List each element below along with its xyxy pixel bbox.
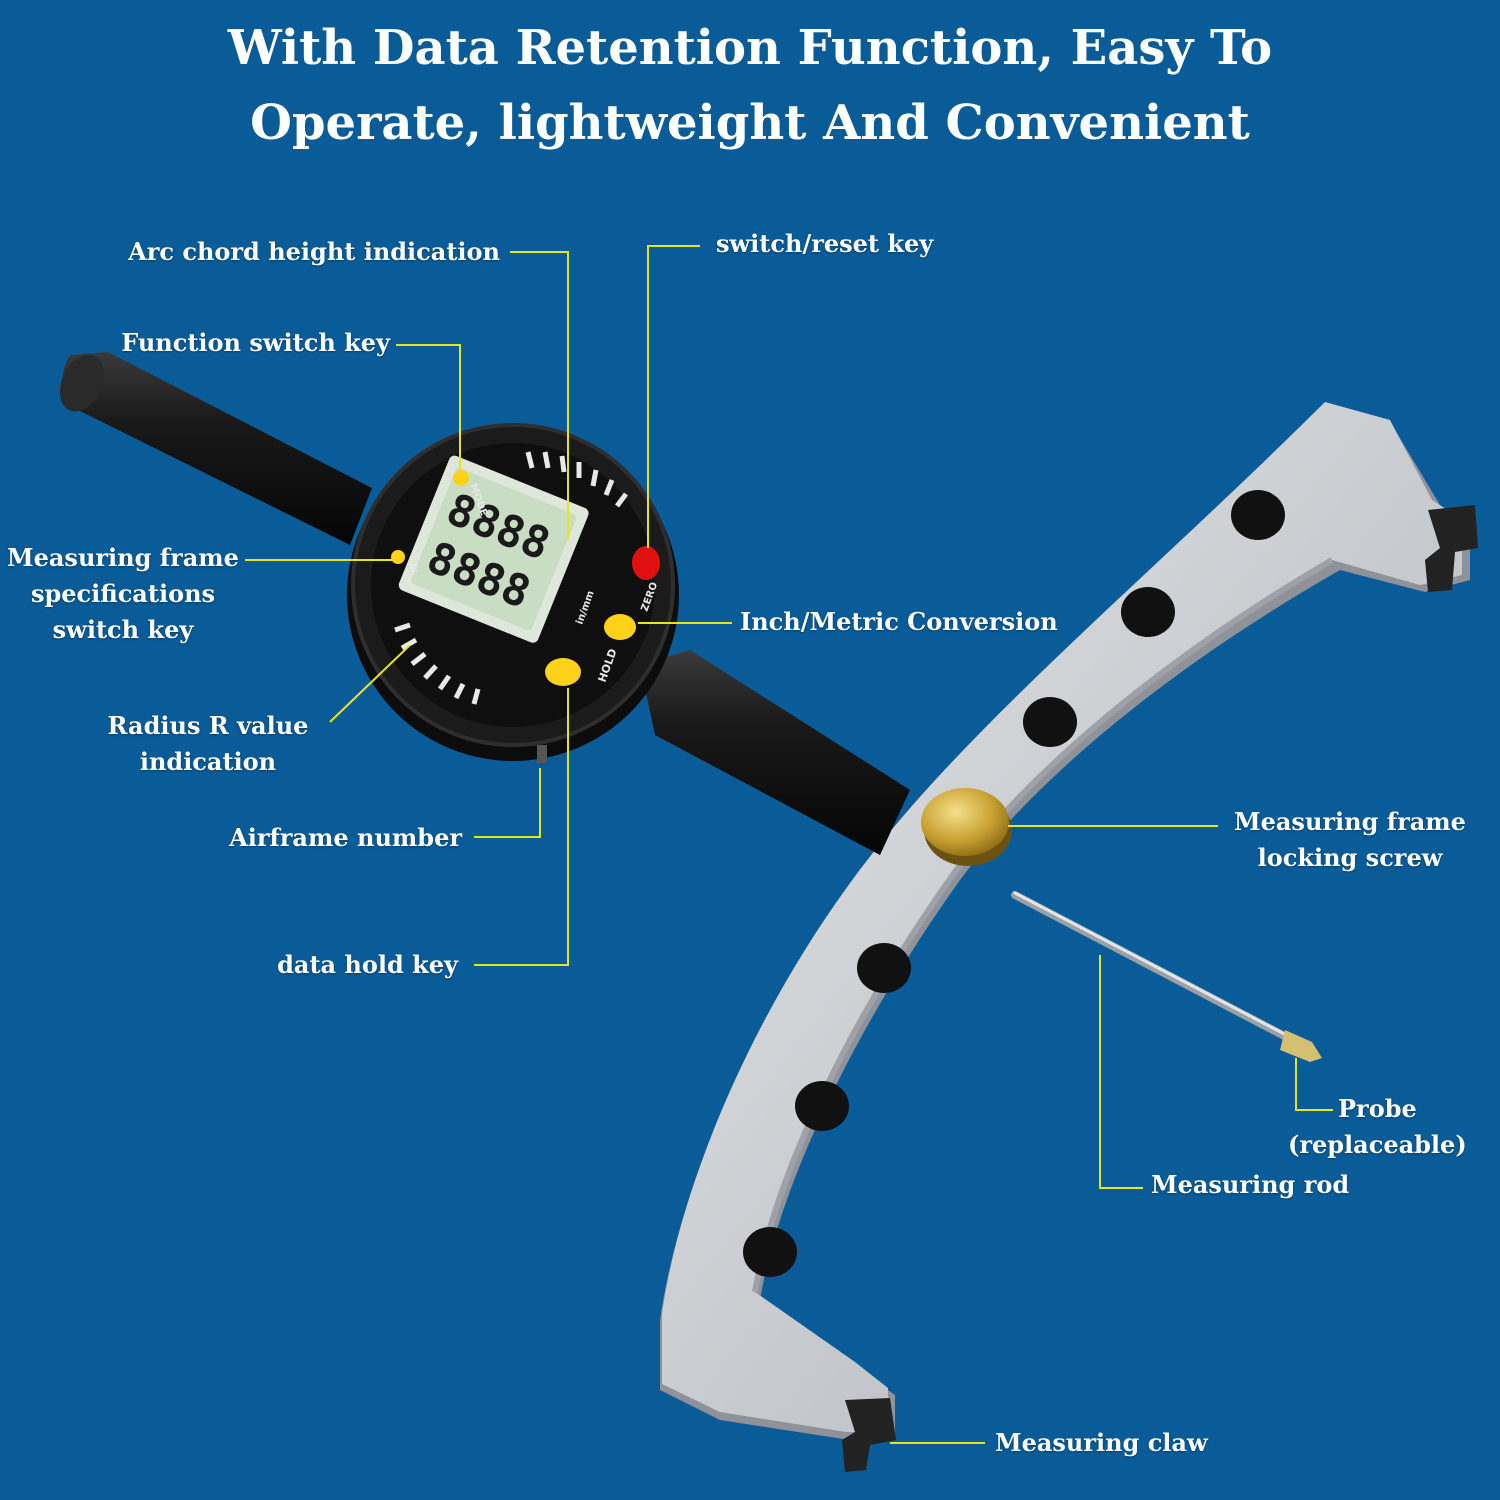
key-label-c: C — [410, 562, 418, 575]
measuring-rod — [1011, 891, 1322, 1062]
measuring-frame-edge — [752, 557, 1334, 1293]
frame-hole — [1121, 587, 1175, 637]
label-probe-line-2: (replaceable) — [1288, 1130, 1467, 1159]
inch-metric-key[interactable] — [604, 614, 636, 640]
label-radius-line-1: Radius R value — [107, 711, 309, 740]
handle-rod-upper — [62, 352, 373, 545]
label-switch-reset-key: switch/reset key — [716, 229, 934, 258]
label-data-hold-key: data hold key — [277, 950, 458, 979]
frame-hole — [743, 1227, 797, 1277]
measuring-frame — [660, 402, 1478, 1472]
label-arc-chord-height: Arc chord height indication — [128, 237, 500, 266]
leader-arc-chord — [510, 251, 569, 540]
frame-spec-switch-key[interactable] — [391, 550, 405, 564]
leader-lines — [245, 245, 1333, 1444]
leader-switch-reset — [647, 245, 700, 548]
leader-rod — [1099, 955, 1143, 1189]
leader-probe — [1295, 1058, 1333, 1111]
handle-rod-end — [59, 354, 105, 412]
label-radius-line-2: indication — [139, 747, 277, 776]
data-hold-key[interactable] — [545, 658, 581, 686]
probe-tip — [1280, 1030, 1322, 1062]
label-function-switch-key: Function switch key — [121, 328, 390, 357]
handle-rod — [59, 352, 910, 855]
label-frame-spec-line-1: Measuring frame — [7, 543, 239, 572]
measuring-claw-bottom — [842, 1398, 896, 1472]
label-frame-spec-line-2: specifications — [30, 579, 216, 608]
function-switch-key[interactable] — [453, 470, 469, 486]
handle-rod-lower — [640, 650, 910, 855]
label-airframe-number: Airframe number — [229, 823, 462, 852]
leader-function-switch — [396, 344, 461, 470]
frame-hole — [1023, 697, 1077, 747]
frame-hole — [795, 1081, 849, 1131]
gauge-ticks — [394, 451, 628, 705]
leader-radius — [329, 644, 411, 723]
frame-hole — [857, 943, 911, 993]
headline-line-1: With Data Retention Function, Easy To — [227, 20, 1273, 76]
measuring-frame-body — [662, 402, 1462, 1432]
switch-reset-key[interactable] — [632, 546, 660, 580]
leader-airframe — [474, 768, 541, 838]
leader-data-hold — [474, 688, 569, 966]
lcd-screen: 8888 8888 — [398, 455, 589, 643]
label-probe-line-1: Probe — [1338, 1094, 1417, 1123]
label-locking-screw-line-2: locking screw — [1257, 843, 1443, 872]
frame-hole — [1231, 490, 1285, 540]
label-measuring-rod: Measuring rod — [1151, 1170, 1350, 1199]
measuring-claw-top — [1425, 505, 1478, 592]
label-inch-metric-conversion: Inch/Metric Conversion — [740, 607, 1058, 636]
airframe-number-plate — [537, 745, 547, 763]
label-locking-screw-line-1: Measuring frame — [1234, 807, 1466, 836]
locking-screw — [921, 788, 1012, 866]
measuring-frame-shadow — [660, 412, 1470, 1440]
digital-gauge: 8888 8888 MODE C in/mm ZERO HOLD — [347, 423, 679, 763]
label-frame-spec-line-3: switch key — [52, 615, 194, 644]
headline-line-2: Operate, lightweight And Convenient — [250, 95, 1250, 151]
label-measuring-claw: Measuring claw — [995, 1428, 1208, 1457]
